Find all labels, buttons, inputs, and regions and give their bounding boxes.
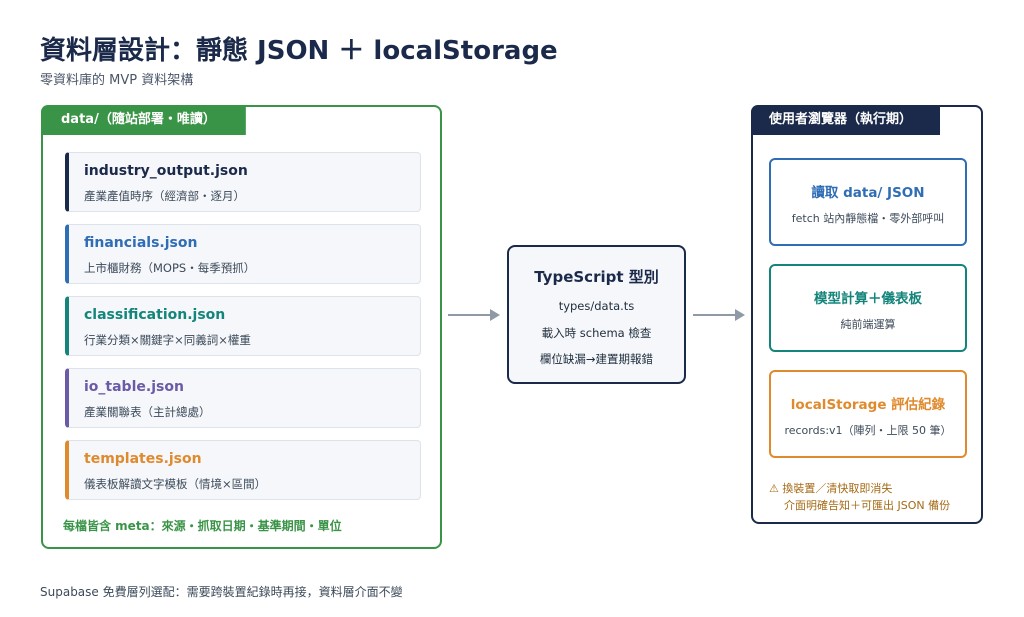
ts-box-title: TypeScript 型別 [534,268,659,286]
step-description: fetch 站內靜態檔・零外部呼叫 [791,212,945,225]
step-read-json: 讀取 data/ JSON fetch 站內靜態檔・零外部呼叫 [769,158,967,246]
meta-note: 每檔皆含 meta：來源・抓取日期・基準期間・單位 [63,519,342,533]
file-description: 儀表板解讀文字模板（情境×區間） [84,477,267,491]
file-description: 產業產值時序（經濟部・逐月） [84,189,245,203]
step-title: 模型計算＋儀表板 [814,291,922,307]
file-card-io-table: io_table.json 產業關聯表（主計總處） [65,368,421,428]
arrow-right-icon [693,309,745,321]
warning-line: 介面明確告知＋可匯出 JSON 備份 [784,499,951,512]
step-title: 讀取 data/ JSON [811,185,925,201]
step-title: localStorage 評估紀錄 [790,397,946,413]
arrow-right-icon [448,309,500,321]
page-subtitle: 零資料庫的 MVP 資料架構 [40,73,194,88]
step-description: 純前端運算 [840,318,896,331]
file-name: industry_output.json [84,163,248,179]
file-name: io_table.json [84,379,184,395]
storage-warning: ⚠ 換裝置／清快取即消失 介面明確告知＋可匯出 JSON 備份 [769,480,950,514]
typescript-types-box: TypeScript 型別 types/data.ts 載入時 schema 檢… [507,245,686,384]
step-model-dashboard: 模型計算＋儀表板 純前端運算 [769,264,967,352]
step-description: records:v1（陣列・上限 50 筆） [784,424,952,437]
ts-box-line: types/data.ts [558,299,635,313]
file-description: 上市櫃財務（MOPS・每季預抓） [84,261,256,275]
page-title: 資料層設計：靜態 JSON ＋ localStorage [40,36,558,66]
file-description: 產業關聯表（主計總處） [84,405,211,419]
data-folder-label: data/（隨站部署・唯讀） [41,105,246,135]
data-folder-panel: data/（隨站部署・唯讀） industry_output.json 產業產值… [41,105,442,549]
browser-panel-label: 使用者瀏覽器（執行期） [751,105,941,135]
step-localstorage-records: localStorage 評估紀錄 records:v1（陣列・上限 50 筆） [769,370,967,458]
warning-line: ⚠ 換裝置／清快取即消失 [769,482,893,495]
file-name: financials.json [84,235,198,251]
ts-box-line: 載入時 schema 檢查 [541,326,652,340]
file-name: templates.json [84,451,202,467]
file-description: 行業分類×關鍵字×同義詞×權重 [84,333,251,347]
file-card-classification: classification.json 行業分類×關鍵字×同義詞×權重 [65,296,421,356]
file-card-financials: financials.json 上市櫃財務（MOPS・每季預抓） [65,224,421,284]
file-card-templates: templates.json 儀表板解讀文字模板（情境×區間） [65,440,421,500]
file-card-industry-output: industry_output.json 產業產值時序（經濟部・逐月） [65,152,421,212]
browser-runtime-panel: 使用者瀏覽器（執行期） 讀取 data/ JSON fetch 站內靜態檔・零外… [751,105,983,524]
file-name: classification.json [84,307,226,323]
footer-note: Supabase 免費層列選配：需要跨裝置紀錄時再接，資料層介面不變 [40,585,403,599]
ts-box-line: 欄位缺漏→建置期報錯 [539,352,654,366]
